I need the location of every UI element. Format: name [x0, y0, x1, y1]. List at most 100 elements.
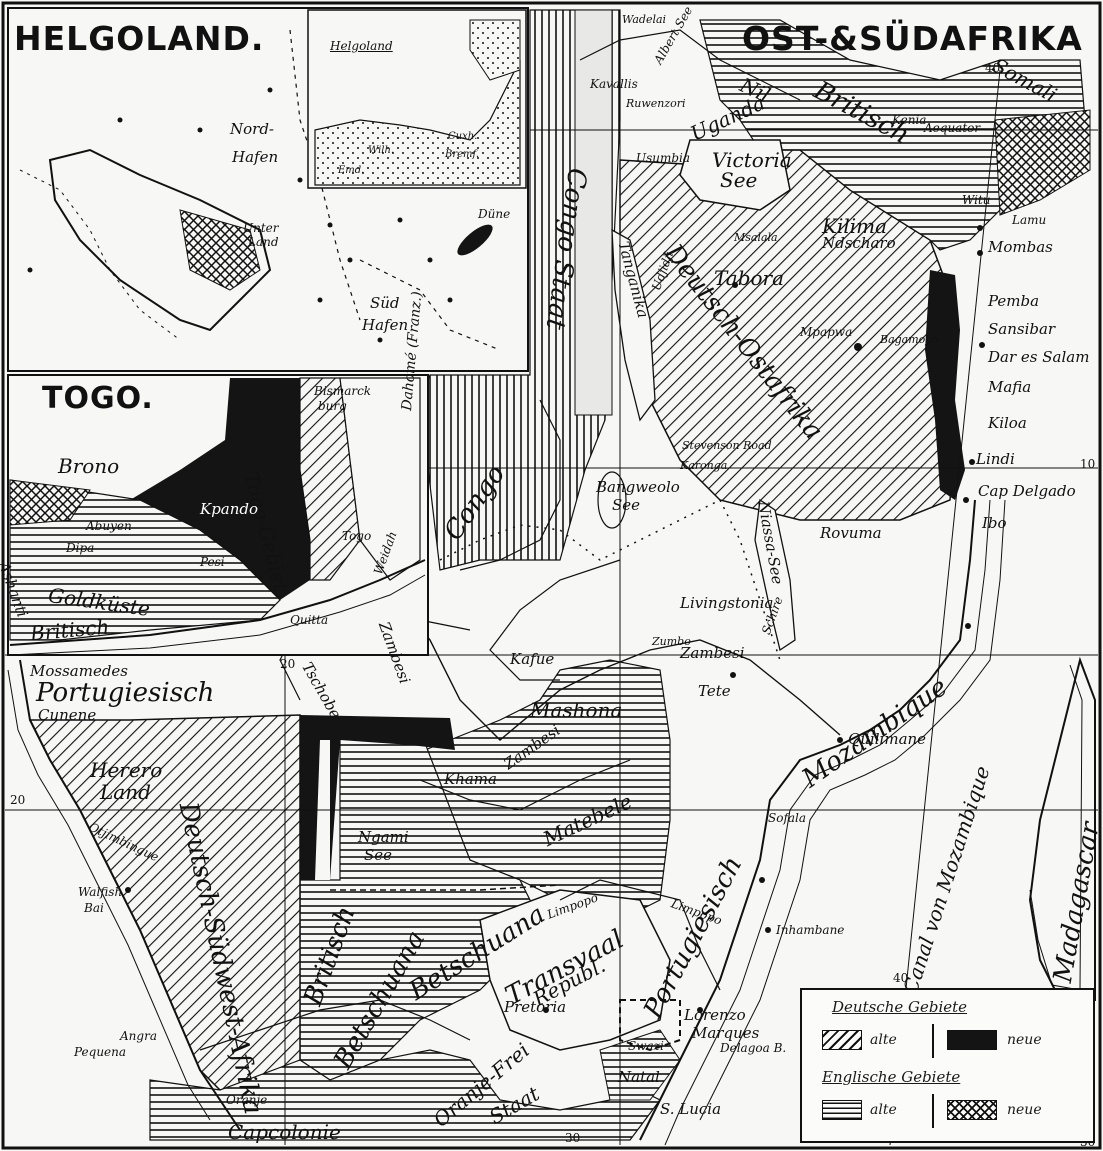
label-livingstonia: Livingstonia — [680, 594, 774, 612]
legend-german-title: Deutsche Gebiete — [832, 998, 968, 1016]
label-portugiesisch-west: Portugiesisch — [36, 678, 215, 708]
label-abuyen: Abuyen — [86, 519, 132, 533]
togo-coast — [9, 559, 426, 646]
east-coast-line2 — [664, 499, 991, 1146]
label-rovuma: Rovuma — [820, 524, 882, 542]
label-ngami-1: Ngami — [358, 828, 409, 846]
legend-english-old-swatch — [822, 1100, 862, 1120]
title-togo: TOGO. — [42, 381, 154, 416]
label-britisch-togo: Britisch — [29, 614, 111, 646]
legend-german-old-text: alte — [870, 1032, 897, 1048]
transvaal-area — [479, 889, 671, 1051]
legend-german-new-text: neue — [1007, 1032, 1042, 1048]
town-dots — [125, 225, 985, 1013]
zambesi-river — [399, 599, 841, 741]
legend-box: Deutsche Gebiete alte neue Englische Geb… — [800, 988, 1095, 1143]
british-new-somali — [994, 109, 1091, 216]
grid-20-lon: 20 — [280, 657, 296, 671]
helgoland-island — [48, 148, 272, 332]
west-coast — [19, 659, 241, 1131]
legend-german-old-swatch — [822, 1030, 862, 1050]
dahome-area — [339, 377, 421, 581]
label-sud-hafen-2: Hafen — [362, 316, 409, 334]
swazi-border — [619, 999, 681, 1052]
central-river — [380, 759, 631, 811]
label-helgoland-mini: Helgoland — [330, 39, 393, 53]
label-sansibar: Sansibar — [988, 320, 1056, 338]
german-southwest-africa-area — [28, 714, 301, 1091]
goldkuste-area — [9, 479, 281, 641]
label-cap-delgado: Cap Delgado — [978, 482, 1076, 500]
label-ngami-2: See — [364, 846, 393, 864]
label-delagoa: Delagoa B. — [720, 1041, 787, 1055]
label-herero-1: Herero — [90, 758, 163, 782]
label-swazi: Swazi — [628, 1039, 664, 1053]
legend-english-title: Englische Gebiete — [822, 1068, 961, 1086]
boundary-dash — [330, 884, 561, 891]
label-msalala: Msalala — [734, 231, 778, 244]
legend-english-new-swatch — [947, 1100, 997, 1120]
bight-jutland — [469, 19, 521, 81]
label-pretoria: Pretoria — [504, 998, 567, 1016]
label-walfisch-2: Bai — [84, 901, 104, 915]
legend-divider-2 — [932, 1094, 934, 1128]
label-karonga: Karonga — [680, 459, 728, 472]
nile-river — [579, 29, 801, 101]
label-victoria-2: See — [720, 168, 758, 192]
label-lindi: Lindi — [976, 450, 1015, 468]
label-wilh: Wilh. — [368, 145, 395, 156]
label-victoria-1: Victoria — [712, 148, 792, 172]
label-walfisch-1: Walfish — [78, 885, 123, 899]
label-emd: Emd. — [338, 165, 365, 176]
madagascar-coast2 — [1029, 664, 1083, 991]
grid-10-lat: 10 — [1080, 457, 1096, 471]
grid-20-lat: 20 — [10, 793, 26, 807]
victoria-lake — [679, 139, 791, 211]
label-mashona: Mashona — [530, 698, 623, 722]
label-mombas: Mombas — [988, 238, 1053, 256]
label-natal: Natal — [618, 1068, 660, 1086]
nyasa-lake — [754, 498, 796, 652]
congo-river — [459, 399, 561, 571]
label-unter-land-2: Land — [248, 235, 279, 249]
togo-new-area — [130, 378, 310, 600]
label-kiloa: Kiloa — [988, 414, 1027, 432]
label-lamu: Lamu — [1012, 213, 1047, 227]
title-ost-sudafrika: OST-&SÜDAFRIKA — [742, 19, 1083, 58]
label-bremen: Bremf. — [445, 149, 480, 160]
label-zambesi-1: Zambesi — [680, 644, 745, 662]
label-bangweolo-2: See — [612, 496, 641, 514]
ashanti-area — [9, 479, 91, 526]
label-nord-hafen-1: Nord- — [230, 120, 274, 138]
legend-english-old-text: alte — [870, 1102, 897, 1118]
label-bangweolo-1: Bangweolo — [596, 478, 680, 496]
label-khama: Khama — [444, 770, 497, 788]
limpopo-river — [559, 879, 721, 991]
label-dipa: Dipa — [66, 541, 95, 555]
german-coast-new — [925, 270, 965, 500]
congo-band — [574, 9, 613, 416]
label-bismarckburg-1: Bismarck — [314, 384, 372, 398]
label-mossamedes: Mossamedes — [30, 662, 129, 680]
label-ruwenzori: Ruwenzori — [626, 97, 686, 110]
kafue-river — [489, 559, 621, 681]
label-capcolonie: Capcolonie — [228, 1120, 341, 1144]
label-ibo: Ibo — [982, 514, 1007, 532]
oranje-river-line — [199, 999, 471, 1051]
label-kavallis: Kavallis — [590, 77, 638, 91]
title-helgoland: HELGOLAND. — [14, 19, 265, 58]
dune-island — [457, 224, 493, 256]
label-cuxh: Cuxh. — [448, 131, 478, 142]
sounding-line-2 — [359, 259, 501, 351]
label-stevenson-road: Stevenson Road — [682, 439, 772, 452]
label-kenia: Kenia — [892, 113, 927, 127]
label-pesi: Pesi — [200, 555, 225, 569]
grid-40-lon-bottom: 40 — [893, 971, 909, 985]
label-dune: Düne — [478, 207, 511, 221]
cape-colony-area — [149, 1049, 661, 1141]
boundary-crosses — [439, 499, 721, 561]
label-witu: Witu — [962, 193, 991, 207]
